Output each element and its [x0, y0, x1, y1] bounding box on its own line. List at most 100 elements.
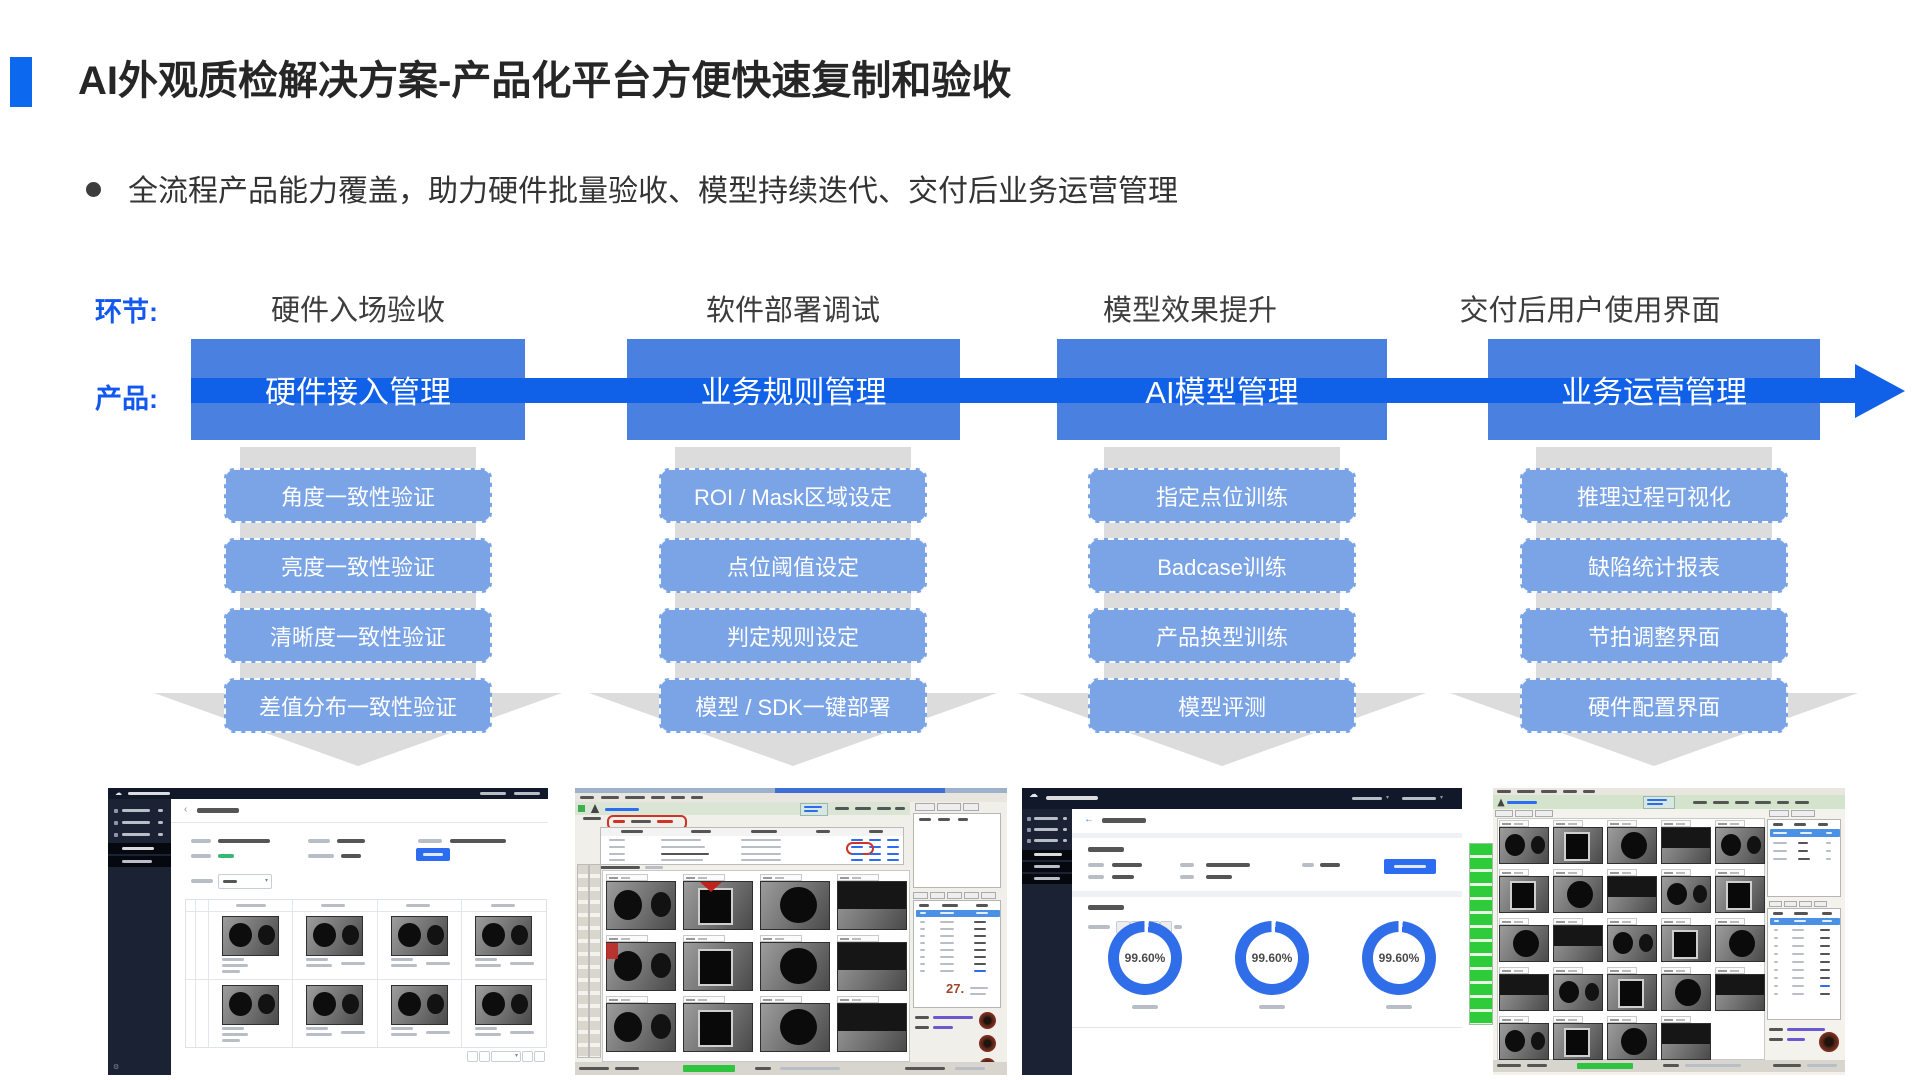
image-cell-tab[interactable]	[683, 996, 725, 1003]
image-cell-tab[interactable]	[1553, 967, 1583, 974]
stage-title-2: 软件部署调试	[705, 295, 880, 327]
gear-icon[interactable]: ⚙	[113, 1064, 120, 1071]
image-cell-tab[interactable]	[1715, 869, 1745, 876]
sidebar-item-active[interactable]	[108, 856, 171, 867]
selected-row[interactable]	[916, 910, 1000, 917]
camera-image-thumb	[1553, 827, 1603, 864]
image-cell-tab[interactable]	[1661, 967, 1691, 974]
selected-row[interactable]	[1770, 829, 1840, 837]
sidebar-item-active[interactable]	[108, 843, 171, 854]
stage-title-4: 交付后用户使用界面	[1459, 295, 1721, 327]
image-cell	[760, 935, 830, 991]
image-grid	[606, 874, 907, 1056]
image-cell-tab[interactable]	[837, 935, 879, 942]
menu-bar[interactable]	[1493, 788, 1845, 795]
camera-image-thumb	[683, 1003, 753, 1052]
score-table-panel[interactable]: 27.	[913, 900, 1001, 1008]
pagination[interactable]: ▾	[467, 1051, 547, 1063]
image-cell-tab[interactable]	[1553, 869, 1583, 876]
image-cell-tab[interactable]	[1553, 1016, 1583, 1023]
image-cell-tab[interactable]	[1553, 918, 1583, 925]
image-cell-tab[interactable]	[1661, 918, 1691, 925]
result-list-panel[interactable]	[1767, 819, 1841, 897]
image-cell	[1661, 967, 1711, 1011]
image-cell-tab[interactable]	[1715, 967, 1745, 974]
image-cell-tab[interactable]	[683, 935, 725, 942]
image-cell-tab[interactable]	[1715, 918, 1745, 925]
image-cell-tab[interactable]	[1553, 820, 1583, 827]
image-cell-tab[interactable]	[1607, 1016, 1637, 1023]
selected-row[interactable]	[1770, 918, 1840, 925]
image-cell-tab[interactable]	[1661, 1016, 1691, 1023]
image-cell	[1661, 820, 1711, 864]
camera-image-thumb	[1715, 925, 1765, 962]
image-compare-table	[185, 899, 547, 1048]
image-cell	[1553, 1016, 1603, 1060]
image-cell-tab[interactable]	[837, 874, 879, 881]
image-cell	[1553, 869, 1603, 913]
view-report-button[interactable]	[1384, 859, 1436, 874]
image-cell-tab[interactable]	[1715, 820, 1745, 827]
image-cell-tab[interactable]	[1661, 820, 1691, 827]
page-title: AI外观质检解决方案-产品化平台方便快速复制和验收	[78, 59, 1012, 103]
defect-mark	[606, 943, 618, 959]
point-select[interactable]: ▾	[218, 874, 272, 889]
image-cell-tab[interactable]	[606, 996, 648, 1003]
image-cell-tab[interactable]	[1607, 820, 1637, 827]
sidebar-item-active[interactable]	[1022, 862, 1072, 872]
image-cell-tab[interactable]	[1499, 820, 1529, 827]
toolbar[interactable]	[1493, 795, 1845, 809]
feature-box: 产品换型训练	[1088, 608, 1356, 663]
image-cell-tab[interactable]	[760, 935, 802, 942]
image-cell-tab[interactable]	[1499, 1016, 1529, 1023]
image-cell-tab[interactable]	[837, 996, 879, 1003]
camera-image-thumb	[1607, 925, 1657, 962]
image-cell	[1499, 820, 1549, 864]
image-cell	[683, 996, 753, 1052]
back-icon[interactable]: ←	[1084, 814, 1094, 825]
menu-bar[interactable]	[575, 793, 1007, 802]
image-cell-tab[interactable]	[1499, 918, 1529, 925]
tool-button-strip[interactable]	[589, 864, 601, 1058]
image-cell-tab[interactable]	[1661, 869, 1691, 876]
flow-arrowhead-icon	[1855, 364, 1905, 418]
back-icon[interactable]: ‹	[184, 804, 188, 815]
image-cell-tab[interactable]	[1607, 869, 1637, 876]
image-cell-tab[interactable]	[760, 996, 802, 1003]
camera-image-thumb	[1715, 974, 1765, 1011]
camera-image-thumb	[1499, 974, 1549, 1011]
image-cell	[1715, 918, 1765, 962]
camera-image-thumb	[222, 916, 279, 956]
bullet-text: 全流程产品能力覆盖，助力硬件批量验收、模型持续迭代、交付后业务运营管理	[128, 175, 1178, 208]
app-logo-icon	[1497, 798, 1505, 807]
image-cell-tab[interactable]	[606, 935, 648, 942]
image-cell-tab[interactable]	[1499, 869, 1529, 876]
image-cell-tab[interactable]	[1499, 967, 1529, 974]
camera-image-thumb	[1715, 876, 1765, 913]
camera-image-thumb	[1661, 925, 1711, 962]
camera-image-thumb	[837, 942, 907, 991]
feature-box: 硬件配置界面	[1520, 678, 1788, 733]
feature-box: 亮度一致性验证	[224, 538, 492, 593]
count-badge: 27.	[946, 981, 965, 996]
cloud-logo-icon: ☁	[1029, 789, 1038, 799]
record-table[interactable]	[600, 827, 904, 865]
tool-button-strip[interactable]	[577, 864, 589, 1058]
image-cell-tab[interactable]	[1607, 918, 1637, 925]
camera-image-thumb	[1661, 974, 1711, 1011]
image-cell	[1499, 918, 1549, 962]
product-box-4-label: 业务运营管理	[1561, 375, 1747, 410]
image-cell-tab[interactable]	[1607, 967, 1637, 974]
toolbar[interactable]	[575, 802, 910, 816]
image-cell-tab[interactable]	[760, 874, 802, 881]
feature-box: Badcase训练	[1088, 538, 1356, 593]
image-cell	[1607, 820, 1657, 864]
camera-image-thumb	[1607, 974, 1657, 1011]
sidebar-item-active[interactable]	[1022, 850, 1072, 860]
image-cell-tab[interactable]	[683, 874, 725, 881]
camera-image-thumb	[391, 916, 448, 956]
download-button[interactable]	[416, 848, 450, 861]
sidebar-item-active[interactable]	[1022, 874, 1072, 884]
score-table-panel[interactable]	[1767, 908, 1841, 1020]
image-cell-tab[interactable]	[606, 874, 648, 881]
